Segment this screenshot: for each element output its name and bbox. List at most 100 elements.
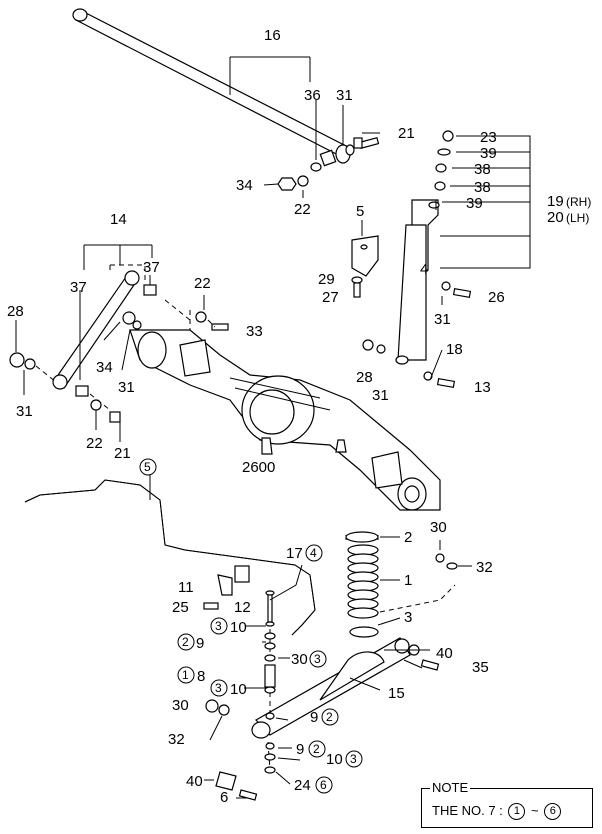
svg-text:3: 3	[314, 652, 321, 666]
callout-11: 11	[178, 579, 194, 596]
callout-37: 37	[70, 279, 87, 296]
callout-9: 9	[196, 635, 204, 652]
svg-text:3: 3	[215, 619, 222, 633]
note-to-circle: 6	[544, 803, 562, 821]
leader-lines-top	[229, 56, 380, 198]
callout-circle-2: 2	[177, 633, 195, 651]
spring-coil	[347, 607, 379, 619]
callout-20: 20	[547, 209, 564, 226]
callout-14: 14	[110, 211, 127, 228]
upper-links	[9, 270, 229, 423]
svg-text:4: 4	[310, 546, 317, 560]
coil-spring	[345, 531, 458, 638]
callout-29: 29	[318, 271, 335, 288]
callout-19-side: (RH)	[566, 195, 591, 209]
callout-5: 5	[356, 203, 364, 220]
callout-17: 17	[286, 545, 303, 562]
callout-16: 16	[264, 27, 281, 44]
note-prefix: THE NO. 7 :	[432, 803, 503, 818]
callout-2600: 2600	[242, 459, 275, 476]
callout-32: 32	[476, 559, 493, 576]
bump-stopper	[351, 220, 379, 298]
callout-40: 40	[436, 645, 453, 662]
callout-37: 37	[143, 259, 160, 276]
callout-36: 36	[304, 87, 321, 104]
callout-28: 28	[7, 303, 24, 320]
callout-10: 10	[230, 619, 247, 636]
note-box: NOTE THE NO. 7 : 1 ~ 6	[421, 780, 593, 828]
callout-26: 26	[488, 289, 505, 306]
callout-circle-2: 2	[321, 708, 339, 726]
callout-labels: 16 36 31 21 34 22 23 39 38 38 39 19 (RH)…	[7, 27, 591, 806]
callout-19: 19	[547, 193, 564, 210]
stabilizer-bar	[24, 475, 316, 636]
callout-circle-1: 1	[177, 666, 195, 684]
callout-circle-3: 3	[345, 750, 363, 768]
callout-22: 22	[294, 201, 311, 218]
callout-9: 9	[296, 741, 304, 758]
callout-28: 28	[356, 369, 373, 386]
callout-15: 15	[388, 685, 405, 702]
callout-34: 34	[96, 359, 113, 376]
callout-circle-6: 6	[315, 776, 333, 794]
callout-21: 21	[398, 125, 415, 142]
callout-13: 13	[474, 379, 491, 396]
callout-32: 32	[168, 731, 185, 748]
callout-18: 18	[446, 341, 463, 358]
svg-text:3: 3	[215, 681, 222, 695]
svg-text:3: 3	[350, 752, 357, 766]
svg-text:2: 2	[182, 635, 189, 649]
callout-33: 33	[246, 323, 263, 340]
callout-circle-5: 5	[139, 458, 157, 476]
callout-21: 21	[114, 445, 131, 462]
callout-40: 40	[186, 773, 203, 790]
callout-circle-4: 4	[305, 544, 323, 562]
callout-8: 8	[197, 668, 205, 685]
leader-lines-right	[429, 135, 531, 381]
callout-20-side: (LH)	[566, 211, 589, 225]
callout-22: 22	[194, 275, 211, 292]
callout-4: 4	[420, 261, 428, 278]
callout-31: 31	[372, 387, 389, 404]
callout-1: 1	[404, 572, 412, 589]
callout-circle-3: 3	[309, 650, 327, 668]
link-bolt-stack	[244, 564, 303, 785]
note-title: NOTE	[430, 780, 471, 795]
callout-23: 23	[480, 129, 497, 146]
callout-39: 39	[466, 195, 483, 212]
callout-27: 27	[322, 289, 339, 306]
note-text: THE NO. 7 : 1 ~ 6	[432, 803, 563, 821]
callout-30: 30	[172, 697, 189, 714]
callout-circle-3: 3	[210, 679, 228, 697]
svg-text:2: 2	[313, 742, 320, 756]
callout-31: 31	[16, 403, 33, 420]
lateral-rod	[72, 8, 380, 191]
leader-lines-spring	[377, 536, 472, 626]
svg-text:6: 6	[320, 778, 327, 792]
svg-text:1: 1	[182, 668, 189, 682]
svg-text:5: 5	[144, 460, 151, 474]
callout-38: 38	[474, 161, 491, 178]
callout-9: 9	[310, 709, 318, 726]
shock-absorber	[362, 130, 472, 389]
callout-3: 3	[404, 609, 412, 626]
callout-10: 10	[230, 681, 247, 698]
note-from-circle: 1	[508, 803, 526, 821]
callout-30: 30	[430, 519, 447, 536]
note-separator: ~	[531, 803, 539, 818]
callout-31: 31	[336, 87, 353, 104]
callout-30: 30	[291, 651, 308, 668]
callout-31: 31	[434, 311, 451, 328]
callout-6: 6	[220, 789, 228, 806]
leader-lines-left	[15, 244, 216, 442]
callout-25: 25	[172, 599, 189, 616]
callout-38: 38	[474, 179, 491, 196]
callout-circle-2: 2	[308, 740, 326, 758]
svg-text:2: 2	[326, 710, 333, 724]
callout-34: 34	[236, 177, 253, 194]
callout-24: 24	[294, 777, 311, 794]
callout-10: 10	[326, 751, 343, 768]
callout-39: 39	[480, 145, 497, 162]
